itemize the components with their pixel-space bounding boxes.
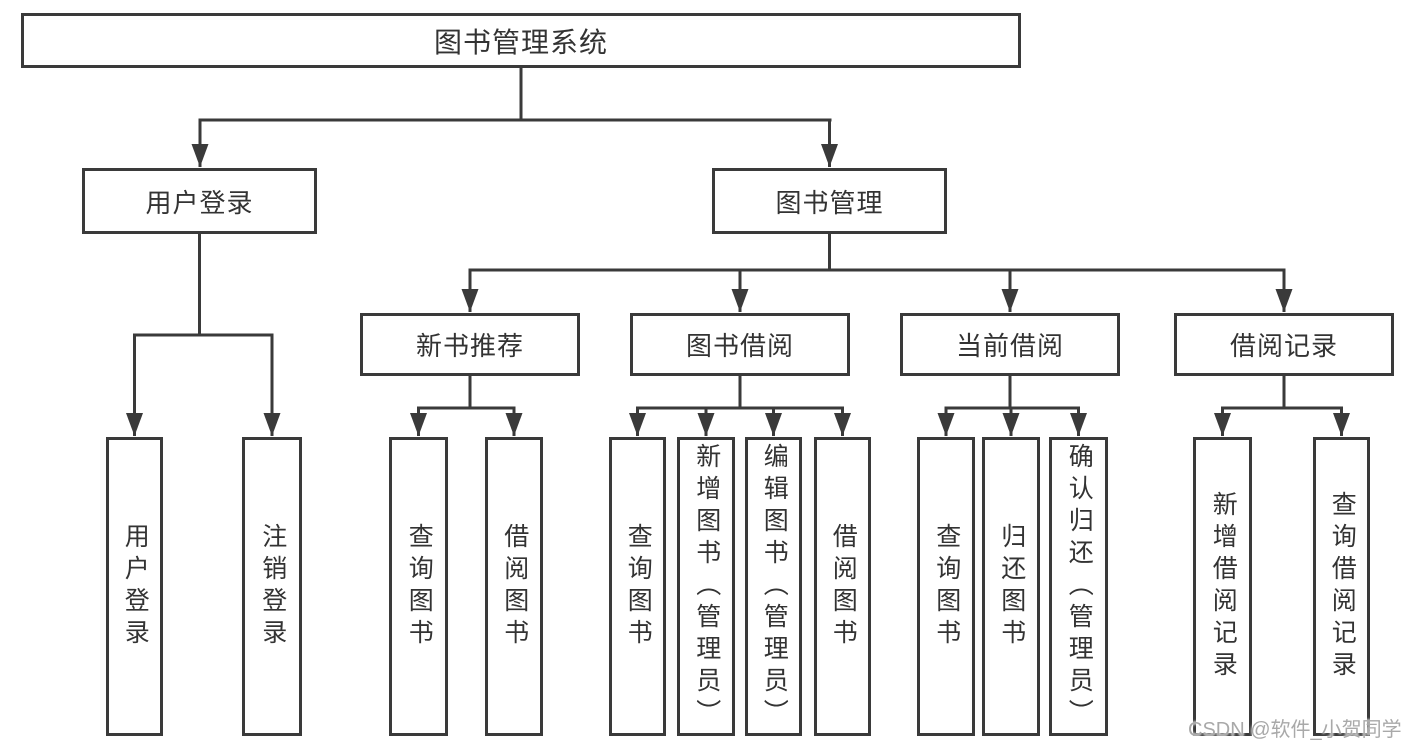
node-root: 图书管理系统 xyxy=(21,13,1021,68)
node-borrow-records: 借阅记录 xyxy=(1174,313,1394,376)
leaf-label: 查询图书 xyxy=(405,522,434,651)
node-book-borrow: 图书借阅 xyxy=(630,313,850,376)
leaf-add-books-admin: 新增图书（管理员） xyxy=(677,437,735,736)
leaf-label: 确认归还（管理员） xyxy=(1065,442,1094,731)
leaf-add-borrow-record: 新增借阅记录 xyxy=(1193,437,1252,736)
leaf-recommend-borrow-books: 借阅图书 xyxy=(485,437,543,736)
leaf-current-query-books: 查询图书 xyxy=(917,437,975,736)
node-book-borrow-label: 图书借阅 xyxy=(685,331,794,361)
leaf-label: 借阅图书 xyxy=(829,522,858,651)
leaf-recommend-query-books: 查询图书 xyxy=(389,437,448,736)
node-user-login: 用户登录 xyxy=(82,168,317,234)
leaf-label: 借阅图书 xyxy=(500,522,529,651)
leaf-edit-books-admin: 编辑图书（管理员） xyxy=(745,437,802,736)
leaf-label: 查询借阅记录 xyxy=(1328,490,1357,683)
node-root-label: 图书管理系统 xyxy=(433,26,608,58)
leaf-label: 编辑图书（管理员） xyxy=(760,442,789,731)
leaf-label: 新增借阅记录 xyxy=(1209,490,1238,683)
leaf-label: 归还图书 xyxy=(997,522,1026,651)
node-book-management-label: 图书管理 xyxy=(775,187,884,218)
connector-trunks xyxy=(133,66,1343,410)
leaf-query-borrow-record: 查询借阅记录 xyxy=(1313,437,1370,736)
leaf-borrow-query-books: 查询图书 xyxy=(609,437,666,736)
node-book-management: 图书管理 xyxy=(712,168,947,234)
node-user-login-label: 用户登录 xyxy=(145,187,254,218)
leaf-label: 查询图书 xyxy=(624,522,653,651)
leaf-user-login-label: 用户登录 xyxy=(121,522,150,651)
leaf-label: 查询图书 xyxy=(932,522,961,651)
node-borrow-records-label: 借阅记录 xyxy=(1229,331,1338,361)
leaf-borrow-books: 借阅图书 xyxy=(814,437,871,736)
node-current-borrow-label: 当前借阅 xyxy=(955,331,1064,361)
leaf-logout-label: 注销登录 xyxy=(258,522,287,651)
leaf-user-login: 用户登录 xyxy=(106,437,163,736)
leaf-label: 新增图书（管理员） xyxy=(692,442,721,731)
node-current-borrow: 当前借阅 xyxy=(900,313,1120,376)
node-new-book-recommend: 新书推荐 xyxy=(360,313,580,376)
leaf-return-books: 归还图书 xyxy=(982,437,1040,736)
node-new-book-recommend-label: 新书推荐 xyxy=(415,331,524,361)
leaf-confirm-return-admin: 确认归还（管理员） xyxy=(1049,437,1108,736)
csdn-watermark: CSDN @软件_小贺同学 xyxy=(1188,719,1402,741)
leaf-logout: 注销登录 xyxy=(242,437,302,736)
